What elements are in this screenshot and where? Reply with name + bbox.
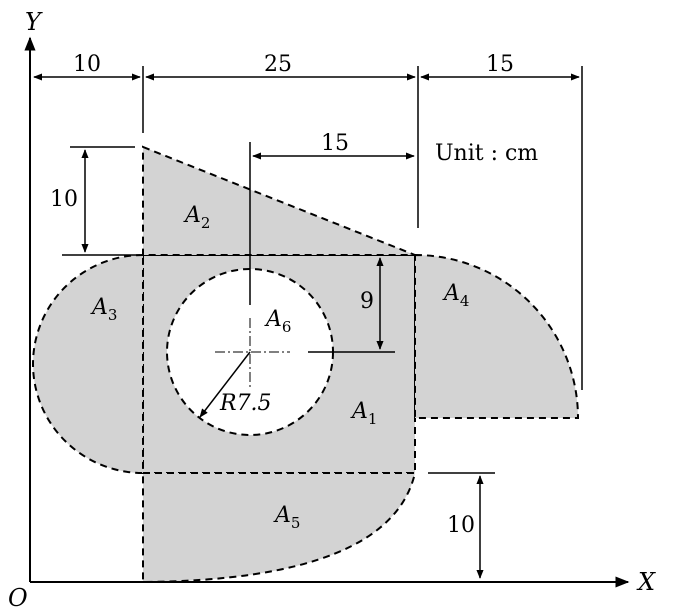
origin-label: O <box>8 584 28 612</box>
dim-label-top-right: 15 <box>486 52 514 77</box>
y-axis-label: Y <box>25 8 43 36</box>
area-label-a2: A2 <box>183 203 210 232</box>
area-a5-spandrel <box>142 472 417 584</box>
dim-label-bottom-height: 10 <box>447 513 475 538</box>
area-label-a5: A5 <box>273 503 300 532</box>
dim-label-top-middle: 25 <box>264 52 292 77</box>
area-label-a1: A1 <box>350 399 377 428</box>
dim-label-left-height: 10 <box>50 187 78 212</box>
area-label-a4: A4 <box>442 281 469 310</box>
dim-label-top-left: 10 <box>73 52 101 77</box>
unit-label: Unit : cm <box>435 141 538 166</box>
area-a4-quarter-ellipse <box>414 253 580 419</box>
x-axis-label: X <box>636 568 656 596</box>
dim-label-inner-top: 15 <box>321 131 349 156</box>
area-label-a3: A3 <box>90 295 117 324</box>
area-a3-semicircle <box>32 253 144 475</box>
area-a2-triangle <box>142 145 416 256</box>
area-label-a6: A6 <box>264 307 291 336</box>
radius-label: R7.5 <box>219 391 272 416</box>
dim-label-middle-height: 9 <box>360 289 374 314</box>
radius-leader <box>199 351 251 418</box>
